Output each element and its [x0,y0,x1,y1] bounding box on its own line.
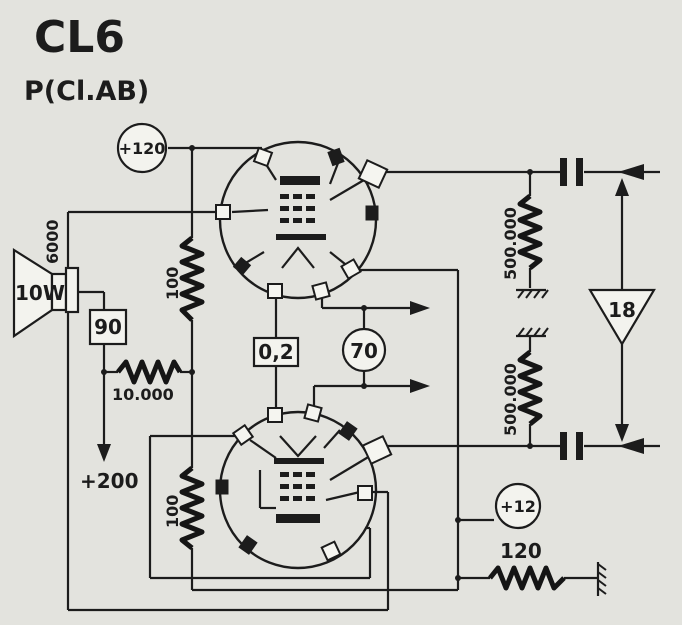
tube-bottom-cathode [274,458,324,464]
bias-12-circle [494,482,542,530]
resistors: 100 100 10.000 500.000 500.000 120 [112,194,566,591]
tube-bottom-pin-8 [320,540,342,562]
tube-bottom-grid-cap [361,434,393,466]
ground-bottom-icon [596,562,607,596]
amplifier-gain-label: 18 [608,298,636,322]
tube-top-pin-3 [215,204,231,220]
tube-top [215,140,389,301]
tube-top-grid-cap [357,158,389,190]
tube-bottom-pin-7 [238,535,258,555]
tube-top-anode [280,176,320,185]
input-arrow-bottom [618,438,644,454]
capacitor-top-plate-a [560,158,567,186]
supply-arrow-upper [410,301,430,315]
tube-top-pin-1 [252,146,274,168]
tube-top-pin-7 [267,283,283,299]
amplifier-triangle [588,288,656,347]
b-plus-arrow [97,444,111,462]
loudspeaker: 10W 6000 [12,219,80,339]
tube-bottom-pin-6 [357,485,373,501]
operating-mode-label: P(Cl.AB) [24,76,149,107]
tube-type-title: CL6 [34,12,125,63]
tube-bottom-anode [276,514,320,523]
ground-symbols [516,288,607,596]
supply-70-label: 70 [350,339,378,363]
tube-bottom-grids [280,472,315,501]
resistor-120-label: 120 [500,539,542,563]
resistor-120 [488,565,566,591]
resistor-100-top-label: 100 [163,267,182,300]
resistor-500000-top [517,194,543,270]
resistor-500000-bottom [517,350,543,426]
tube-bottom-pin-4 [338,421,358,441]
tube-bottom-pin-1 [267,407,283,423]
resistor-10000 [116,359,183,385]
input-arrow-top [618,164,644,180]
bias-12-label: +12 [500,497,536,516]
resistor-10000-label: 10.000 [112,385,174,404]
tube-top-cathode [276,234,326,240]
ground-top-icon [516,288,549,299]
signal-arrows [97,164,644,462]
supply-120-label: +120 [119,139,166,158]
capacitor-bottom-plate-a [560,432,567,460]
tube-bottom-pin-3 [231,423,255,447]
tube-top-heater [281,246,315,269]
speaker-impedance-label: 6000 [43,219,62,264]
tube-bottom-heater [279,435,317,458]
supply-arrow-lower [410,379,430,393]
tube-top-pin-4 [365,205,379,221]
capacitor-top-plate-b [576,158,583,186]
speaker-power-label: 10W [15,281,65,305]
tube-bottom-pin-2 [303,403,323,423]
tube-top-pin-6 [340,258,362,280]
component-box-90 [88,308,128,346]
b-plus-200-label: +200 [80,469,139,493]
tube-bottom-pin-5 [215,479,229,495]
output-transformer [64,266,80,314]
supply-70-circle [341,327,387,373]
tube-top-pin-2 [327,147,345,167]
wiring [66,146,660,612]
tube-bottom [215,403,393,570]
ground-middle-icon [516,327,549,338]
amp-arrow-down [615,424,629,442]
amp-arrow-up [615,178,629,196]
resistor-100-bottom [179,466,205,550]
capacitor-bottom-plate-b [576,432,583,460]
supply-120-circle [116,122,168,174]
tube-top-grids [280,194,315,223]
tube-top-pin-5 [232,256,252,276]
box-90-label: 90 [94,315,122,339]
box-02-label: 0,2 [258,340,293,364]
component-box-02 [252,336,300,368]
junction-dots [101,145,533,581]
resistor-100-top [179,236,205,322]
resistor-500000-top-label: 500.000 [501,207,520,280]
resistor-500000-bottom-label: 500.000 [501,363,520,436]
coupling-capacitors [560,158,583,460]
resistor-100-bottom-label: 100 [163,495,182,528]
tube-top-pin-8 [311,281,331,301]
